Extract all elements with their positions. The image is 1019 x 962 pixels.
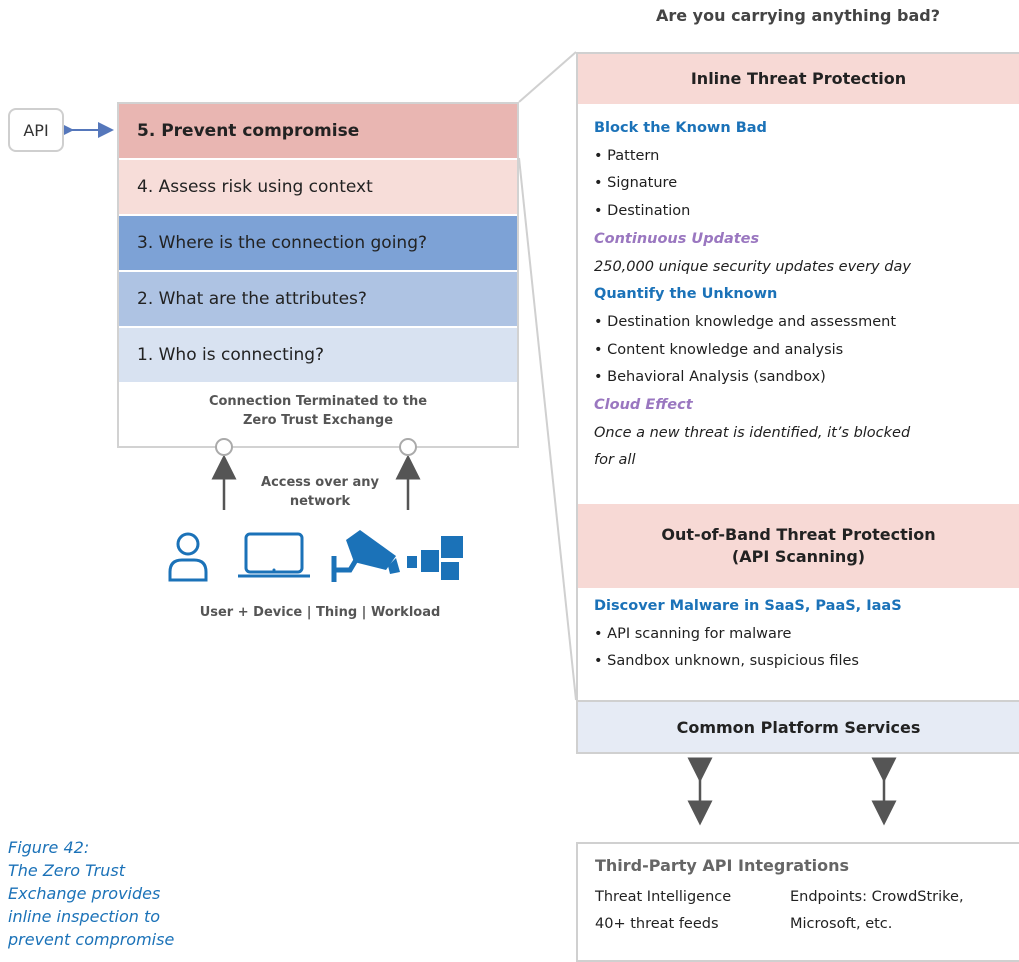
common-platform-services: Common Platform Services: [576, 702, 1019, 754]
updates-text: 250,000 unique security updates every da…: [594, 258, 911, 275]
access-label-line: Access over any: [261, 475, 379, 490]
integration-text: Microsoft, etc.: [790, 916, 893, 932]
caption-line: inline inspection to: [8, 907, 161, 926]
oob-header-line: (API Scanning): [731, 547, 866, 566]
third-party-integrations-box: Third-Party API Integrations Threat Inte…: [576, 842, 1019, 962]
updates-title: Continuous Updates: [594, 230, 760, 247]
caption-line: Figure 42:: [8, 838, 90, 857]
discover-malware-title: Discover Malware in SaaS, PaaS, IaaS: [594, 598, 902, 614]
layer-prevent-compromise: 5. Prevent compromise: [119, 104, 517, 160]
integration-text: Endpoints: CrowdStrike,: [790, 889, 964, 905]
camera-icon: [331, 530, 400, 582]
layer-attributes: 2. What are the attributes?: [119, 272, 517, 328]
list-item: • Signature: [594, 175, 678, 192]
threat-intel-column: Threat Intelligence 40+ threat feeds: [595, 884, 731, 938]
caption-line: prevent compromise: [8, 930, 175, 949]
list-item: • Content knowledge and analysis: [594, 341, 844, 358]
api-label: API: [23, 120, 49, 140]
stack-footer-line: Connection Terminated to the: [208, 394, 428, 409]
list-item: • API scanning for malware: [594, 625, 792, 642]
list-item: • Destination: [594, 203, 691, 220]
unknown-title: Quantify the Unknown: [594, 286, 778, 303]
stack-footer: Connection Terminated to the Zero Trust …: [119, 386, 517, 430]
layer-assess-risk: 4. Assess risk using context: [119, 160, 517, 216]
known-bad-title: Block the Known Bad: [594, 120, 767, 136]
figure-caption: Figure 42: The Zero Trust Exchange provi…: [8, 836, 208, 951]
cloud-effect-text: Once a new threat is identified, it’s bl…: [594, 424, 911, 441]
top-question: Are you carrying anything bad?: [655, 6, 940, 25]
cloud-effect-title: Cloud Effect: [594, 397, 693, 414]
list-item: • Sandbox unknown, suspicious files: [594, 653, 859, 670]
workload-icon: [407, 536, 463, 580]
access-label: Access over any network: [240, 473, 400, 511]
laptop-icon: [238, 532, 310, 578]
out-of-band-header: Out-of-Band Threat Protection (API Scann…: [578, 504, 1019, 588]
list-item: • Pattern: [594, 147, 660, 164]
third-party-title: Third-Party API Integrations: [595, 856, 850, 875]
connection-node-right: [399, 438, 417, 456]
list-item: • Behavioral Analysis (sandbox): [594, 369, 826, 386]
access-label-line: network: [289, 494, 351, 509]
threat-protection-panel: Inline Threat Protection Block the Known…: [576, 52, 1019, 702]
layer-who-is-connecting: 1. Who is connecting?: [119, 328, 517, 384]
oob-header-line: Out-of-Band Threat Protection: [661, 525, 936, 544]
zoom-line-top: [518, 51, 577, 103]
caption-line: The Zero Trust: [8, 861, 125, 880]
inline-threat-content: Block the Known Bad • Pattern • Signatur…: [594, 115, 1014, 475]
list-item: • Destination knowledge and assessment: [594, 313, 897, 330]
out-of-band-content: Discover Malware in SaaS, PaaS, IaaS • A…: [594, 593, 1014, 676]
caption-line: Exchange provides: [8, 884, 161, 903]
zoom-line-bottom: [518, 157, 577, 701]
integration-text: 40+ threat feeds: [595, 916, 719, 932]
api-box: API: [8, 108, 64, 152]
security-layer-stack: 5. Prevent compromise 4. Assess risk usi…: [117, 102, 519, 448]
endpoints-column: Endpoints: CrowdStrike, Microsoft, etc.: [790, 884, 964, 938]
cloud-effect-text: for all: [594, 452, 636, 469]
entities-label: User + Device | Thing | Workload: [199, 605, 441, 620]
inline-threat-protection-header: Inline Threat Protection: [578, 54, 1019, 104]
user-icon: [168, 532, 208, 582]
layer-connection-destination: 3. Where is the connection going?: [119, 216, 517, 272]
integration-text: Threat Intelligence: [595, 889, 732, 905]
connection-node-left: [215, 438, 233, 456]
stack-footer-line: Zero Trust Exchange: [242, 413, 394, 428]
